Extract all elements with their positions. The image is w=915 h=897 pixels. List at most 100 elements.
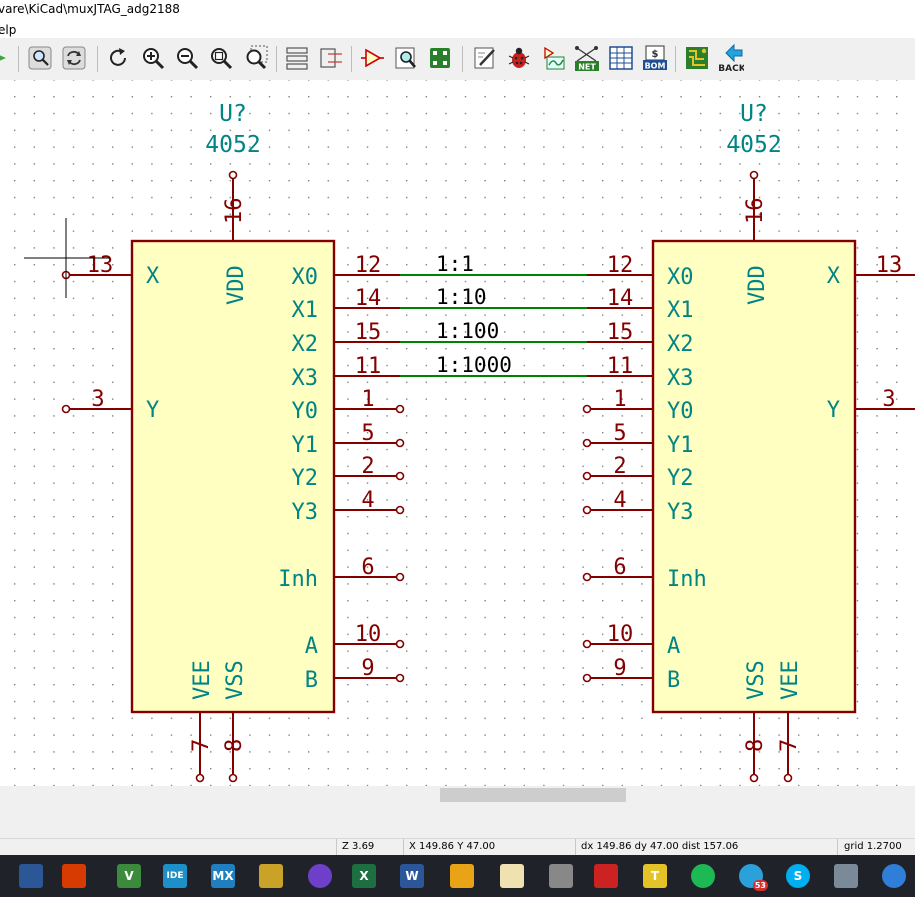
pin-number: 10 bbox=[355, 622, 382, 647]
spreadsheet-icon[interactable] bbox=[608, 44, 634, 72]
horizontal-scrollbar[interactable] bbox=[0, 786, 915, 804]
run-icon[interactable] bbox=[0, 44, 12, 72]
pin-endpoint bbox=[582, 404, 592, 414]
pin-number: 5 bbox=[613, 421, 626, 446]
pin-name: A bbox=[667, 634, 680, 659]
zoom-out-icon[interactable] bbox=[174, 44, 200, 72]
toolbar-separator bbox=[675, 46, 676, 72]
netlist-icon[interactable]: NET bbox=[574, 44, 600, 72]
windows-glyph bbox=[450, 864, 474, 888]
toolbar: NET $ BOM BACK bbox=[0, 38, 915, 80]
toolbar-separator bbox=[18, 46, 19, 72]
altium-app-icon[interactable] bbox=[256, 861, 286, 891]
pin-number: 4 bbox=[613, 488, 626, 513]
save-app-icon[interactable] bbox=[16, 861, 46, 891]
ic-reference: U? bbox=[219, 101, 247, 127]
erc-icon[interactable] bbox=[506, 44, 532, 72]
kicad-glyph bbox=[500, 864, 524, 888]
pin-endpoint bbox=[228, 170, 238, 180]
pin-number: 14 bbox=[607, 286, 634, 311]
pcbnew-icon[interactable] bbox=[684, 44, 710, 72]
github-app-icon[interactable] bbox=[305, 861, 335, 891]
bom-label: BOM bbox=[645, 62, 666, 71]
vs-app-icon[interactable]: V bbox=[114, 861, 144, 891]
mx-app-icon[interactable]: MX bbox=[208, 861, 238, 891]
settings-glyph bbox=[62, 864, 86, 888]
ic-reference: U? bbox=[740, 101, 768, 127]
spotify-app-icon[interactable] bbox=[688, 861, 718, 891]
tools-app-icon[interactable] bbox=[546, 861, 576, 891]
footprint-assign-icon[interactable] bbox=[427, 44, 453, 72]
vs-glyph: V bbox=[117, 864, 141, 888]
leave-sheet-icon[interactable] bbox=[318, 44, 344, 72]
spotify-glyph bbox=[691, 864, 715, 888]
rotate-icon[interactable] bbox=[105, 44, 131, 72]
pin-name: Y0 bbox=[667, 399, 694, 424]
kicad-app-icon[interactable] bbox=[497, 861, 527, 891]
pin-number: 6 bbox=[361, 555, 374, 580]
symbol-browser-icon[interactable] bbox=[393, 44, 419, 72]
status-bar: Z 3.69 X 149.86 Y 47.00 dx 149.86 dy 47.… bbox=[0, 838, 915, 856]
add-symbol-icon[interactable] bbox=[359, 44, 385, 72]
find-icon[interactable] bbox=[27, 44, 53, 72]
zoom-selection-icon[interactable] bbox=[243, 44, 269, 72]
settings-app-icon[interactable] bbox=[59, 861, 89, 891]
pin-endpoint bbox=[61, 404, 71, 414]
windows-app-icon[interactable] bbox=[447, 861, 477, 891]
pin-endpoint bbox=[228, 773, 238, 783]
ide-app-icon[interactable]: IDE bbox=[160, 861, 190, 891]
remote-app-icon[interactable] bbox=[831, 861, 861, 891]
pin-name: A bbox=[305, 634, 318, 659]
pin-endpoint bbox=[395, 404, 405, 414]
back-icon[interactable]: BACK bbox=[718, 43, 744, 73]
pin-name: VDD bbox=[745, 265, 770, 305]
pin-name: X0 bbox=[667, 265, 694, 290]
vpn-app-icon[interactable] bbox=[591, 861, 621, 891]
pin-name: Y0 bbox=[292, 399, 319, 424]
pin-endpoint bbox=[395, 639, 405, 649]
redraw-icon[interactable] bbox=[61, 44, 87, 72]
status-grid: grid 1.2700 bbox=[844, 841, 902, 852]
pin-name: Y1 bbox=[292, 433, 319, 458]
vpn-glyph bbox=[594, 864, 618, 888]
pin-endpoint bbox=[395, 505, 405, 515]
telegram-app-icon[interactable]: 53 bbox=[736, 861, 768, 891]
pin-number: 3 bbox=[882, 387, 895, 412]
annotate-icon[interactable] bbox=[472, 44, 498, 72]
svg-text:$: $ bbox=[652, 49, 659, 60]
status-delta: dx 149.86 dy 47.00 dist 157.06 bbox=[581, 841, 739, 852]
simulator-icon[interactable] bbox=[540, 44, 566, 72]
pin-number: 10 bbox=[607, 622, 634, 647]
pin-number: 15 bbox=[607, 320, 634, 345]
zoom-fit-icon[interactable] bbox=[208, 44, 234, 72]
net-label: 1:1000 bbox=[436, 353, 512, 377]
pin-name: Y3 bbox=[667, 500, 694, 525]
edge-app-icon[interactable] bbox=[879, 861, 909, 891]
pin-name: Y2 bbox=[667, 466, 694, 491]
skype-app-icon[interactable]: S bbox=[783, 861, 813, 891]
pin-number: 1 bbox=[361, 387, 374, 412]
pin-number: 2 bbox=[361, 454, 374, 479]
zoom-in-icon[interactable] bbox=[140, 44, 166, 72]
scrollbar-thumb[interactable] bbox=[440, 788, 626, 802]
excel-app-icon[interactable]: X bbox=[349, 861, 379, 891]
hierarchy-nav-icon[interactable] bbox=[284, 44, 310, 72]
bom-icon[interactable]: $ BOM bbox=[642, 44, 668, 72]
pin-endpoint bbox=[582, 438, 592, 448]
pin-number: 3 bbox=[91, 387, 104, 412]
net-label: 1:1 bbox=[436, 252, 474, 276]
pin-endpoint bbox=[195, 773, 205, 783]
pin-number: 7 bbox=[777, 739, 802, 752]
pin-name: VSS bbox=[223, 660, 248, 700]
altium-glyph bbox=[259, 864, 283, 888]
menu-help[interactable]: elp bbox=[0, 23, 17, 37]
edge-glyph bbox=[882, 864, 906, 888]
pin-endpoint bbox=[749, 773, 759, 783]
word-app-icon[interactable]: W bbox=[397, 861, 427, 891]
terminal-app-icon[interactable]: T bbox=[640, 861, 670, 891]
pin-name: Y bbox=[827, 398, 840, 423]
pin-endpoint bbox=[395, 438, 405, 448]
pin-number: 9 bbox=[613, 656, 626, 681]
